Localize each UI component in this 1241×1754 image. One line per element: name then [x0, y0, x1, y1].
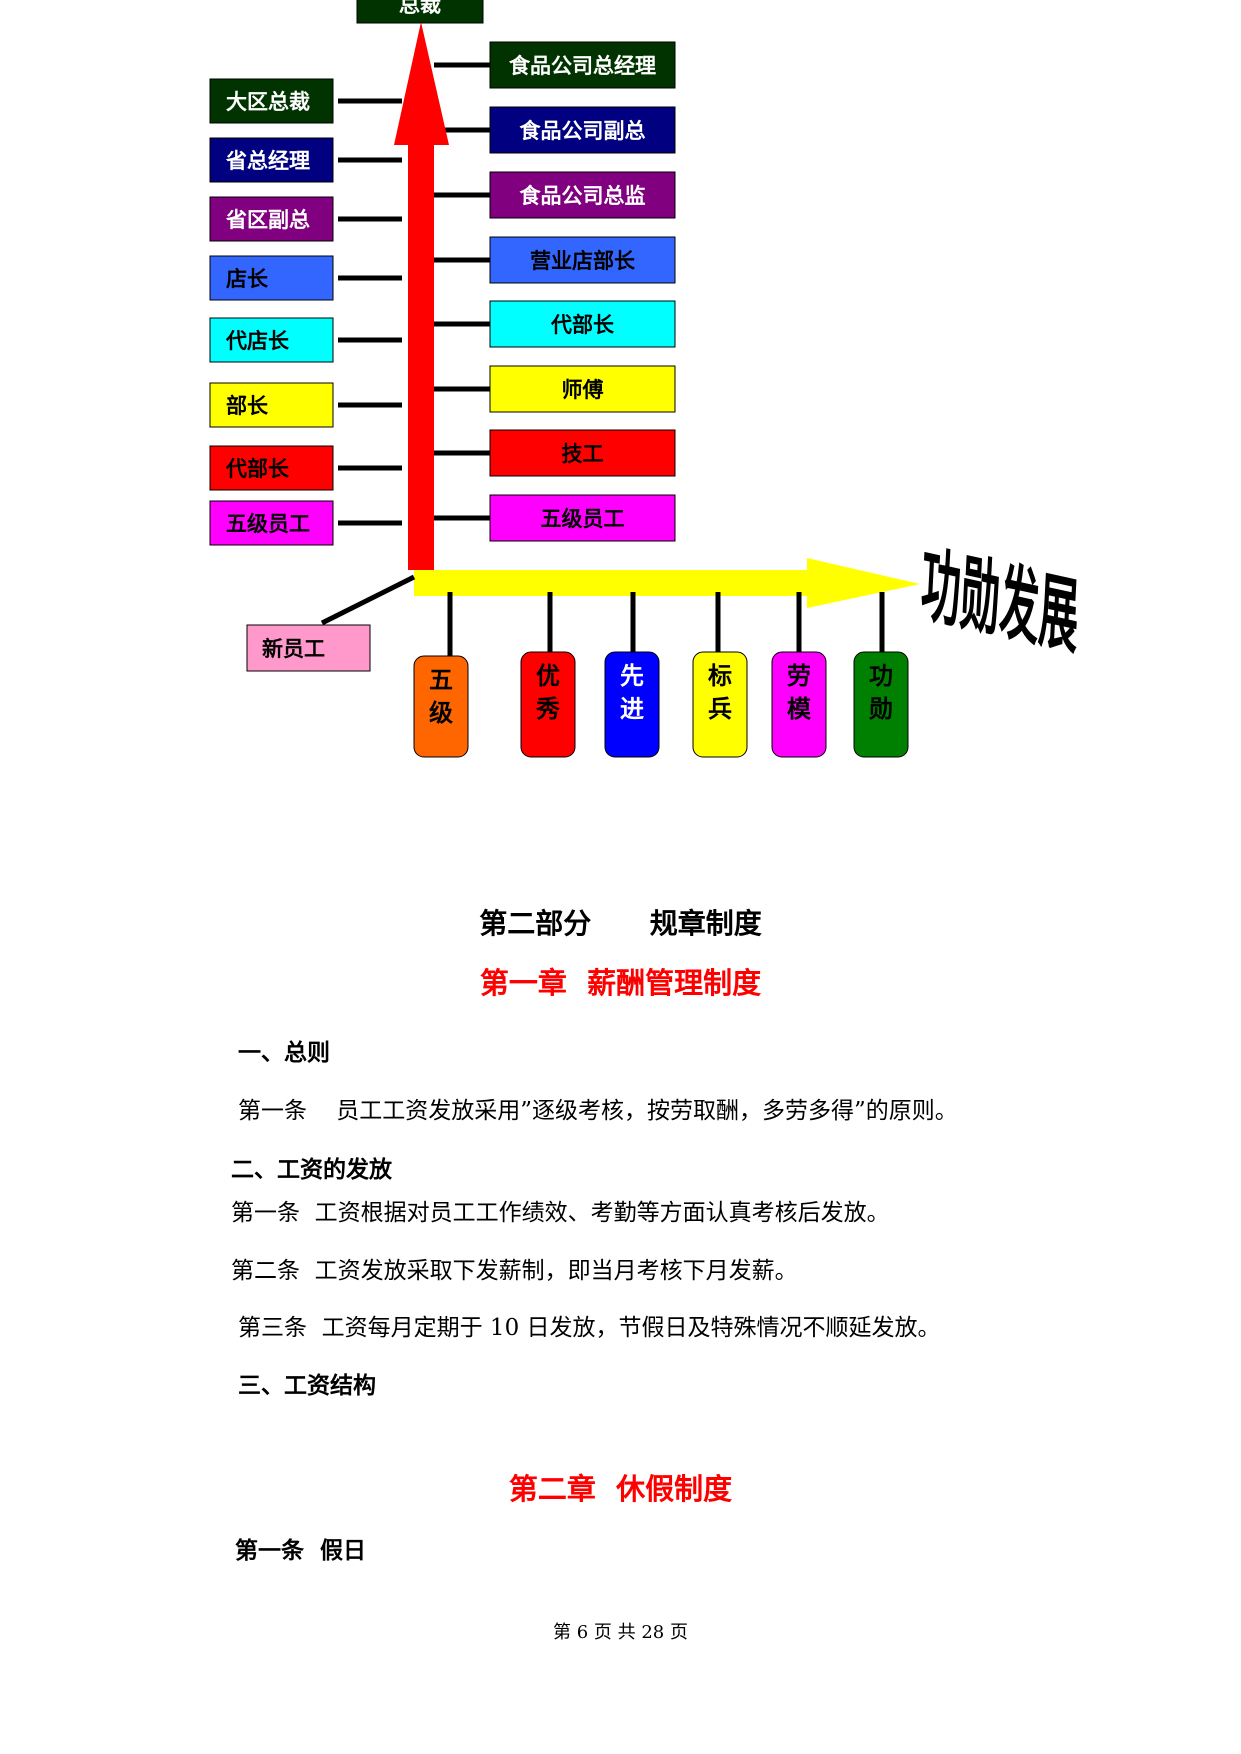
section2-heading: 二、工资的发放 — [231, 1157, 392, 1183]
left-ladder-box — [209, 500, 334, 546]
left-ladder-label: 店长 — [226, 267, 269, 291]
career-path-diagram: 总裁大区总裁省总经理省区副总店长代店长部长代部长五级员工食品公司总经理食品公司副… — [209, 0, 1081, 758]
section3-heading: 三、工资结构 — [238, 1373, 376, 1399]
start-connector — [320, 574, 416, 626]
honor-label: 勋 — [868, 695, 893, 723]
top-box — [356, 0, 484, 24]
section2-paragraph-2: 第二条 工资发放采取下发薪制，即当月考核下月发薪。 — [231, 1258, 798, 1284]
honor-box — [520, 651, 576, 758]
left-ladder-box — [209, 255, 334, 301]
left-ladder-label: 省区副总 — [225, 208, 310, 232]
section1-heading: 一、总则 — [238, 1040, 330, 1066]
honor-box — [413, 655, 469, 758]
honor-label: 进 — [620, 695, 644, 723]
left-ladder-box — [209, 445, 334, 491]
honor-box — [692, 651, 748, 758]
left-ladder-label: 代店长 — [225, 329, 290, 353]
right-ladder-box — [489, 429, 676, 477]
honor-label: 五 — [429, 666, 453, 694]
left-ladder-label: 代部长 — [225, 457, 290, 481]
section2-paragraph-3: 第三条 工资每月定期于 10 日发放，节假日及特殊情况不顺延发放。 — [238, 1315, 941, 1341]
section2-paragraph-1: 第一条 工资根据对员工工作绩效、考勤等方面认真考核后发放。 — [231, 1200, 890, 1226]
honor-box — [853, 651, 909, 758]
right-ladder-box — [489, 365, 676, 413]
arrow-label: 功勋发展 — [919, 537, 1081, 667]
left-ladder-box — [209, 382, 334, 428]
right-ladder-label: 营业店部长 — [530, 249, 636, 273]
section1-paragraph: 第一条 员工工资发放采用”逐级考核，按劳取酬，多劳多得”的原则。 — [238, 1098, 958, 1124]
right-ladder-label: 五级员工 — [541, 507, 625, 531]
honor-label: 先 — [620, 662, 644, 690]
right-ladder-label: 代部长 — [550, 313, 615, 337]
left-ladder-box — [209, 78, 334, 124]
honor-label: 标 — [708, 662, 732, 690]
left-ladder-label: 五级员工 — [226, 512, 310, 536]
right-ladder-box — [489, 300, 676, 348]
left-ladder-label: 省总经理 — [225, 149, 310, 173]
right-ladder-label: 食品公司总监 — [520, 184, 646, 208]
honor-box — [771, 651, 827, 758]
top-box-label: 总裁 — [399, 0, 441, 17]
chapter2-title: 第二章 休假制度 — [508, 1472, 733, 1506]
left-ladder-label: 部长 — [226, 394, 269, 418]
right-ladder-label: 技工 — [562, 442, 604, 466]
start-box — [246, 624, 371, 672]
honor-label: 劳 — [787, 662, 811, 690]
honor-label: 模 — [787, 695, 812, 723]
honor-label: 级 — [429, 699, 453, 727]
honor-label: 优 — [536, 662, 560, 690]
part-title: 第二部分 规章制度 — [479, 907, 762, 940]
page-footer: 第 6 页 共 28 页 — [553, 1622, 688, 1643]
start-label: 新员工 — [262, 637, 325, 661]
red-up-arrow — [394, 22, 449, 570]
left-ladder-box — [209, 317, 334, 363]
right-ladder-box — [489, 171, 676, 219]
left-ladder-box — [209, 196, 334, 242]
honor-label: 兵 — [708, 695, 732, 723]
left-ladder-box — [209, 137, 334, 183]
chapter1-title: 第一章 薪酬管理制度 — [479, 966, 762, 1000]
right-ladder-box — [489, 41, 676, 89]
right-ladder-label: 师傅 — [562, 378, 604, 402]
honor-label: 功 — [869, 662, 893, 690]
right-ladder-box — [489, 494, 676, 542]
right-ladder-label: 食品公司副总 — [520, 119, 646, 143]
honor-label: 秀 — [535, 695, 560, 723]
left-ladder-label: 大区总裁 — [226, 90, 310, 114]
honor-box — [604, 651, 660, 758]
right-ladder-box — [489, 236, 676, 284]
right-ladder-label: 食品公司总经理 — [509, 54, 656, 78]
chapter2-article-heading: 第一条 假日 — [235, 1538, 367, 1564]
yellow-right-arrow — [414, 558, 920, 608]
right-ladder-box — [489, 106, 676, 154]
